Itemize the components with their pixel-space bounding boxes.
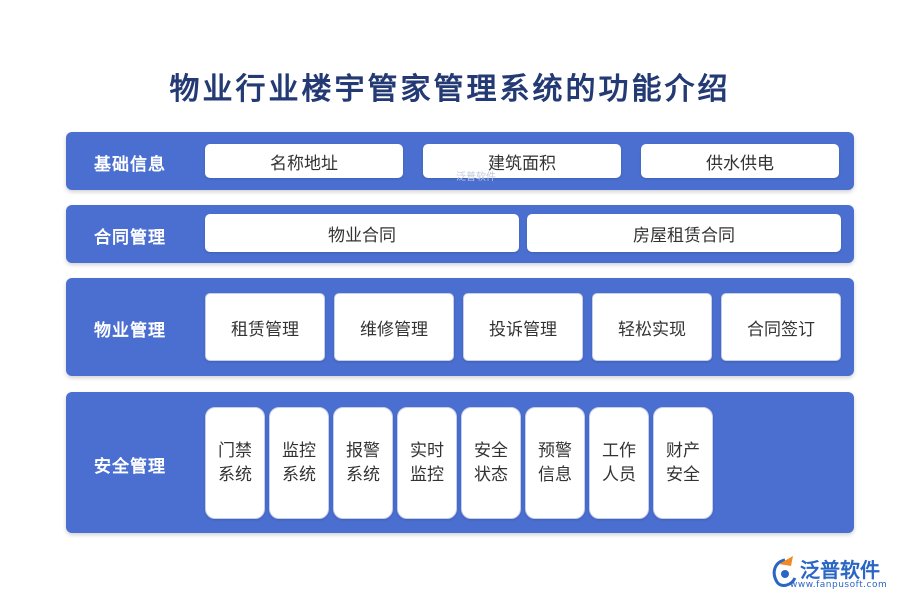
item-text-line: 财产 [666,441,700,461]
item-text-line: 人员 [602,465,636,485]
item-text-line: 预警 [538,441,572,461]
item-text-line: 系统 [282,465,316,485]
item-repair-management: 维修管理 [334,293,454,361]
item-text-line: 报警 [346,441,380,461]
item-lease-management: 租赁管理 [205,293,325,361]
logo-url: www.fanpusoft.com [790,580,888,590]
row-security-management: 安全管理 门禁 系统 监控 系统 报警 系统 实时 监控 安全 状态 预警 信息… [66,392,854,533]
item-building-area: 建筑面积 [423,144,621,178]
item-text-line: 监控 [282,441,316,461]
row-label-security-management: 安全管理 [94,457,166,477]
watermark-text: 泛普软件 [456,172,496,183]
item-text-line: 状态 [474,465,508,485]
item-text-line: 安全 [666,465,700,485]
item-security-status: 安全 状态 [461,407,521,519]
item-water-power: 供水供电 [641,144,839,178]
item-easy-implementation: 轻松实现 [592,293,712,361]
item-text-line: 监控 [410,465,444,485]
item-warning-info: 预警 信息 [525,407,585,519]
fanpu-logo-icon [772,556,797,587]
item-text-line: 门禁 [218,441,252,461]
row-property-management: 物业管理 租赁管理 维修管理 投诉管理 轻松实现 合同签订 [66,278,854,376]
item-realtime-monitoring: 实时 监控 [397,407,457,519]
row-basic-info: 基础信息 名称地址 建筑面积 供水供电 [66,132,854,190]
item-surveillance-system: 监控 系统 [269,407,329,519]
item-text-line: 系统 [346,465,380,485]
item-text-line: 工作 [602,441,636,461]
item-name-address: 名称地址 [205,144,403,178]
item-text-line: 信息 [538,465,572,485]
item-staff: 工作 人员 [589,407,649,519]
item-complaint-management: 投诉管理 [463,293,583,361]
item-house-lease-contract: 房屋租赁合同 [527,214,841,252]
logo-name: 泛普软件 [800,558,880,582]
row-label-contract-management: 合同管理 [94,228,166,248]
row-label-basic-info: 基础信息 [94,155,166,175]
item-property-contract: 物业合同 [205,214,519,252]
row-contract-management: 合同管理 物业合同 房屋租赁合同 [66,205,854,263]
item-alarm-system: 报警 系统 [333,407,393,519]
item-property-safety: 财产 安全 [653,407,713,519]
item-text-line: 安全 [474,441,508,461]
item-contract-signing: 合同签订 [721,293,841,361]
page-title: 物业行业楼宇管家管理系统的功能介绍 [169,72,731,107]
item-text-line: 实时 [410,441,444,461]
item-text-line: 系统 [218,465,252,485]
item-access-control-system: 门禁 系统 [205,407,265,519]
row-label-property-management: 物业管理 [94,321,166,341]
